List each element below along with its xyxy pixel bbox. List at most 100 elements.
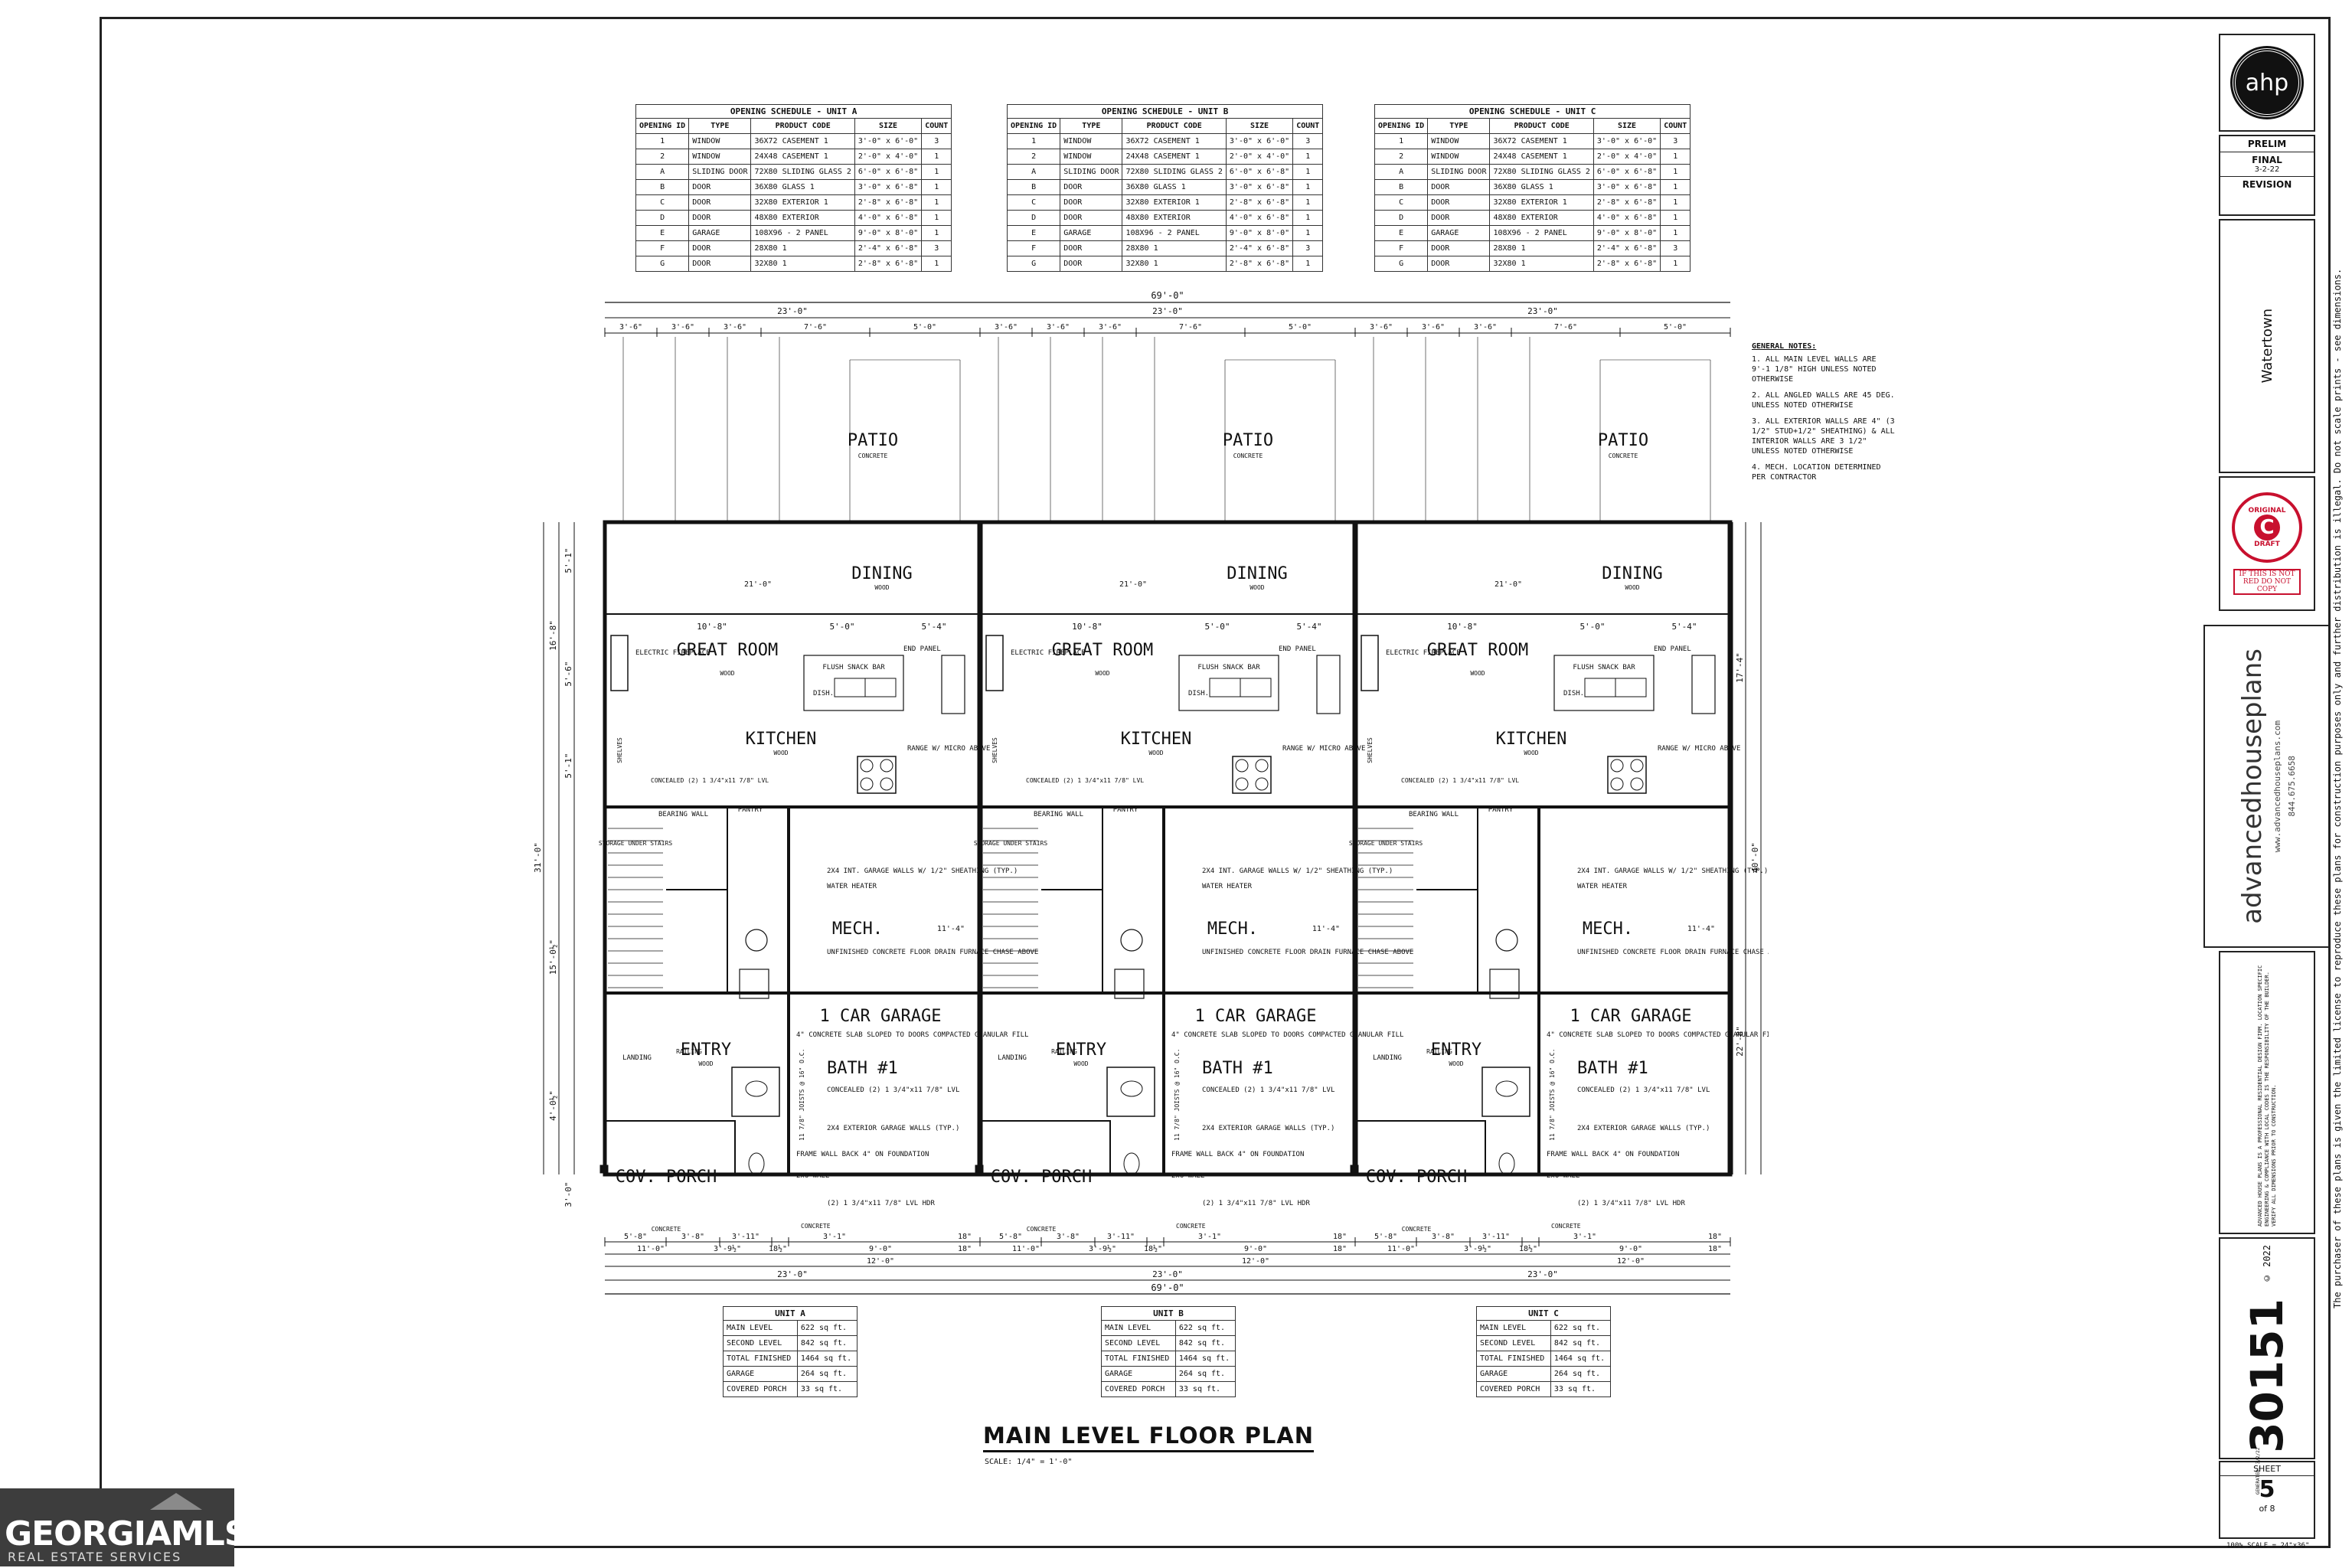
kitchen-width-dim: 5'-0" [829, 622, 854, 632]
great-room-label: GREAT ROOM [677, 641, 778, 660]
schedule-cell: 3 [1660, 240, 1691, 256]
schedule-cell: 4'-0" x 6'-8" [1592, 210, 1661, 226]
schedule-cell: SLIDING DOOR [1060, 164, 1123, 180]
stamp-top-text: ORIGINAL [2248, 507, 2286, 514]
schedule-cell: G [1006, 256, 1061, 272]
area-cell: 842 sq ft. [796, 1335, 858, 1351]
great-room-width-dim: 10'-8" [697, 622, 727, 632]
bearing-wall-note: BEARING WALL [1409, 811, 1459, 818]
schedule-header-cell: PRODUCT CODE [1489, 118, 1594, 134]
schedule-cell: DOOR [1060, 240, 1123, 256]
ahp-logo: ahp [2230, 46, 2304, 119]
general-note-item: 3. ALL EXTERIOR WALLS ARE 4" (3 1/2" STU… [1752, 417, 1895, 456]
schedule-cell: E [1374, 225, 1429, 241]
schedule-cell: DOOR [1060, 256, 1123, 272]
bottom-dim: 11'-0" [1012, 1245, 1040, 1253]
schedule-cell: 36X72 CASEMENT 1 [750, 133, 855, 149]
area-cell: COVERED PORCH [1101, 1381, 1176, 1397]
garage-header-note: (2) 1 3/4"x11 7/8" LVL HDR [827, 1200, 935, 1207]
segment-dim: 3'-6" [1422, 323, 1445, 332]
schedule-cell: 1 [921, 164, 952, 180]
water-heater-icon [745, 929, 768, 952]
schedule-cell: GARAGE [1427, 225, 1491, 241]
schedule-cell: 72X80 SLIDING GLASS 2 [750, 164, 855, 180]
schedule-cell: DOOR [688, 256, 752, 272]
concealed-beam-note: CONCEALED (2) 1 3/4"x11 7/8" LVL [1026, 777, 1144, 784]
schedule-cell: 1 [921, 179, 952, 195]
bottom-dim: 3'-9½" [1089, 1244, 1116, 1253]
side-dim: 31'-0" [533, 842, 543, 873]
sheet-block: SHEET 5 of 8 [2219, 1461, 2315, 1539]
side-dim: 17'-4" [1735, 652, 1745, 683]
unit-area-title: UNIT A [723, 1306, 858, 1320]
schedule-cell: 1 [1374, 133, 1429, 149]
schedule-cell: 6'-0" x 6'-8" [854, 164, 923, 180]
schedule-header-cell: COUNT [1660, 118, 1691, 134]
refrigerator-icon [941, 655, 965, 714]
schedule-cell: 24X48 CASEMENT 1 [750, 149, 855, 165]
scale-note: SCALE: 1/4" = 1'-0" [985, 1458, 1073, 1466]
bottom-dim: 9'-0" [1244, 1245, 1267, 1253]
area-cell: 264 sq ft. [1550, 1366, 1612, 1382]
schedule-cell: DOOR [1427, 179, 1491, 195]
segment-dim: 5'-0" [1289, 323, 1312, 332]
unit-width-dim: 23'-0" [1152, 1269, 1183, 1279]
dining-material: WOOD [1250, 584, 1264, 591]
side-dim: 16'-8" [548, 620, 558, 651]
bottom-dim: 18" [958, 1233, 972, 1241]
schedule-cell: GARAGE [688, 225, 752, 241]
mech-dim: 11'-4" [1312, 925, 1340, 933]
schedule-cell: 3'-0" x 6'-8" [1225, 179, 1294, 195]
general-notes: GENERAL NOTES: 1. ALL MAIN LEVEL WALLS A… [1752, 341, 1897, 488]
bottom-dim: 11'-0" [1387, 1245, 1415, 1253]
schedule-cell: 24X48 CASEMENT 1 [1489, 149, 1594, 165]
general-note-item: 4. MECH. LOCATION DETERMINED PER CONTRAC… [1752, 463, 1881, 482]
schedule-cell: SLIDING DOOR [1427, 164, 1491, 180]
schedule-cell: 36X72 CASEMENT 1 [1489, 133, 1594, 149]
schedule-cell: E [635, 225, 690, 241]
area-cell: 1464 sq ft. [1174, 1351, 1236, 1367]
toilet-icon [1123, 1152, 1140, 1175]
garage-beam-note: CONCEALED (2) 1 3/4"x11 7/8" LVL [1577, 1086, 1710, 1094]
stamp-bottom-text: DRAFT [2254, 541, 2280, 548]
segment-dim: 7'-6" [1179, 323, 1202, 332]
garage-beam-note: CONCEALED (2) 1 3/4"x11 7/8" LVL [827, 1086, 959, 1094]
garage-material: CONCRETE [801, 1223, 831, 1230]
post-icon [1350, 1165, 1359, 1174]
schedule-cell: C [1374, 194, 1429, 211]
bottom-dim: 18" [1708, 1245, 1722, 1253]
dining-dim: 21'-0" [1494, 580, 1522, 589]
mech-label: MECH. [1207, 920, 1258, 939]
drawing-title: MAIN LEVEL FLOOR PLAN [983, 1423, 1315, 1452]
bottom-dim: 5'-8" [624, 1233, 647, 1241]
porch-label: COV. PORCH [991, 1168, 1092, 1187]
schedule-header-cell: OPENING ID [1374, 118, 1429, 134]
schedule-cell: 1 [1660, 179, 1691, 195]
segment-dim: 3'-6" [1370, 323, 1393, 332]
schedule-cell: 1 [1660, 210, 1691, 226]
area-cell: 622 sq ft. [1550, 1320, 1612, 1336]
furnace-icon [739, 969, 769, 999]
water-heater-icon [1495, 929, 1518, 952]
int-garage-wall-note: 2X4 INT. GARAGE WALLS W/ 1/2" SHEATHING … [1577, 867, 1768, 875]
burner-icon [1610, 759, 1624, 773]
schedule-cell: B [1374, 179, 1429, 195]
general-note-item: 2. ALL ANGLED WALLS ARE 45 DEG. UNLESS N… [1752, 391, 1895, 410]
furnace-icon [1489, 969, 1520, 999]
mech-notes: UNFINISHED CONCRETE FLOOR DRAIN FURNACE … [1202, 949, 1413, 956]
bottom-dim: 3'-1" [823, 1233, 846, 1241]
schedule-cell: 48X80 EXTERIOR [1122, 210, 1227, 226]
burner-icon [1235, 759, 1249, 773]
shelves-note: SHELVES [1367, 737, 1374, 763]
range-icon [857, 756, 897, 794]
end-panel-note: END PANEL [1654, 645, 1691, 653]
garage-label: 1 CAR GARAGE [820, 1007, 942, 1026]
water-heater-note: WATER HEATER [827, 883, 877, 890]
shelves-note: SHELVES [991, 737, 998, 763]
great-room-label: GREAT ROOM [1052, 641, 1153, 660]
area-cell: 1464 sq ft. [1550, 1351, 1612, 1367]
